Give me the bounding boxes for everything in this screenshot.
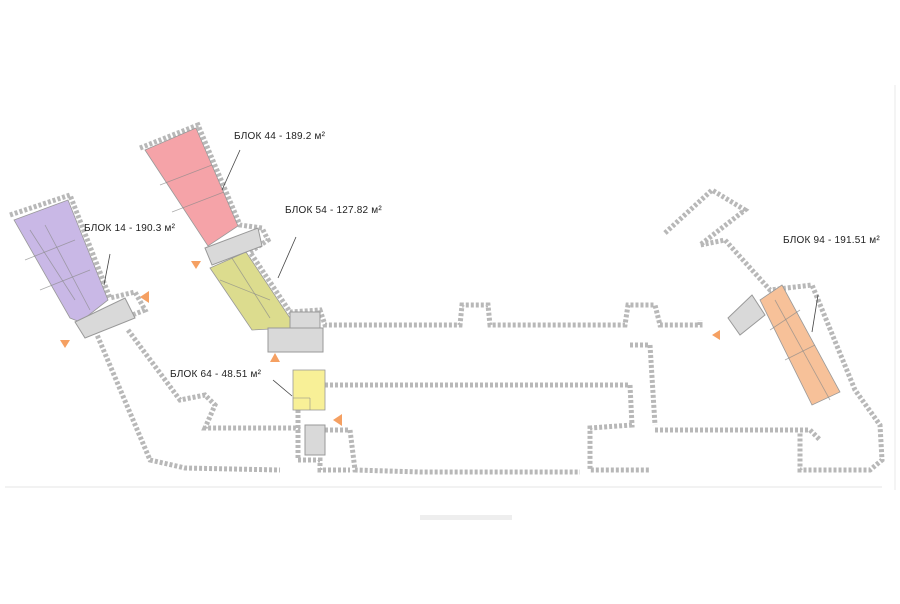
label-block-54: БЛОК 54 - 127.82 м² (285, 205, 382, 216)
stair-cores (74, 227, 766, 456)
entrance-arrows (60, 261, 720, 426)
unit-block-44[interactable] (144, 127, 239, 247)
entrance-arrow-icon (712, 330, 720, 340)
label-block-94: БЛОК 94 - 191.51 м² (783, 235, 880, 246)
label-block-44: БЛОК 44 - 189.2 м² (234, 131, 326, 142)
building-walls (9, 121, 885, 475)
entrance-arrow-icon (270, 353, 280, 362)
room-lines (24, 164, 831, 410)
unit-block-64[interactable] (292, 369, 326, 411)
label-block-64: БЛОК 64 - 48.51 м² (170, 369, 262, 380)
entrance-arrow-icon (333, 414, 342, 426)
label-block-14: БЛОК 14 - 190.3 м² (84, 223, 176, 234)
entrance-arrow-icon (140, 291, 149, 303)
unit-block-14[interactable] (13, 199, 109, 323)
street-name-clipped (420, 515, 512, 520)
entrance-arrow-icon (60, 340, 70, 348)
leader-lines (103, 149, 819, 397)
entrance-arrow-icon (191, 261, 201, 269)
